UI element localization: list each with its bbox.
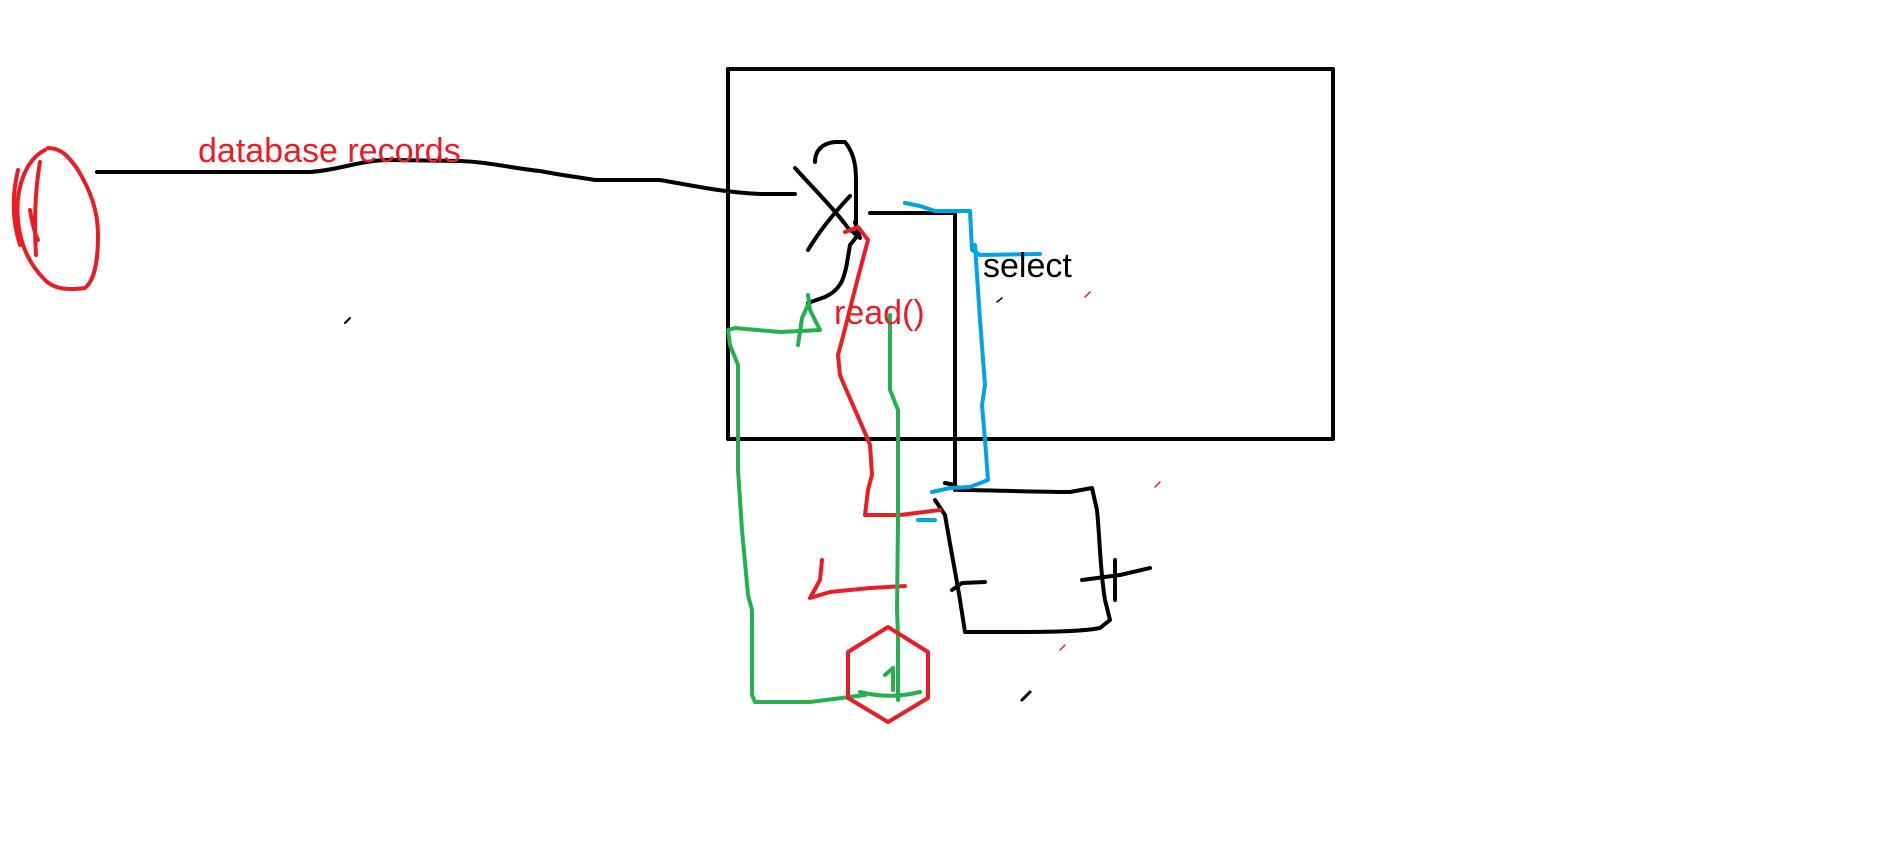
stray-mark-5 [1059, 644, 1066, 651]
database-records-label: database records [198, 132, 461, 170]
stray-mark-4 [1084, 291, 1091, 298]
green-vertical-line [888, 313, 900, 702]
database-link-line [95, 158, 797, 196]
lower-box-stub-left [950, 580, 987, 592]
lower-box [933, 481, 1112, 634]
stray-mark-6 [996, 297, 1003, 303]
stray-mark-1 [344, 317, 351, 324]
main-box [726, 67, 1335, 441]
green-short-mark [796, 303, 810, 347]
x-cross-mark [793, 140, 862, 305]
stray-mark-2 [1020, 690, 1032, 702]
hexagon-number-1 [858, 666, 922, 698]
inner-divider-line [868, 211, 957, 492]
read-call-label: read() [834, 294, 925, 332]
lower-box-stub-right [1080, 558, 1152, 602]
database-icon [11, 146, 100, 291]
select-path [903, 201, 1042, 522]
red-corner-mark [808, 558, 907, 600]
green-loop-path [726, 293, 867, 704]
select-label: select [983, 247, 1072, 285]
stray-mark-3 [1154, 481, 1161, 488]
read-path [836, 225, 942, 517]
hexagon-node [846, 625, 930, 724]
